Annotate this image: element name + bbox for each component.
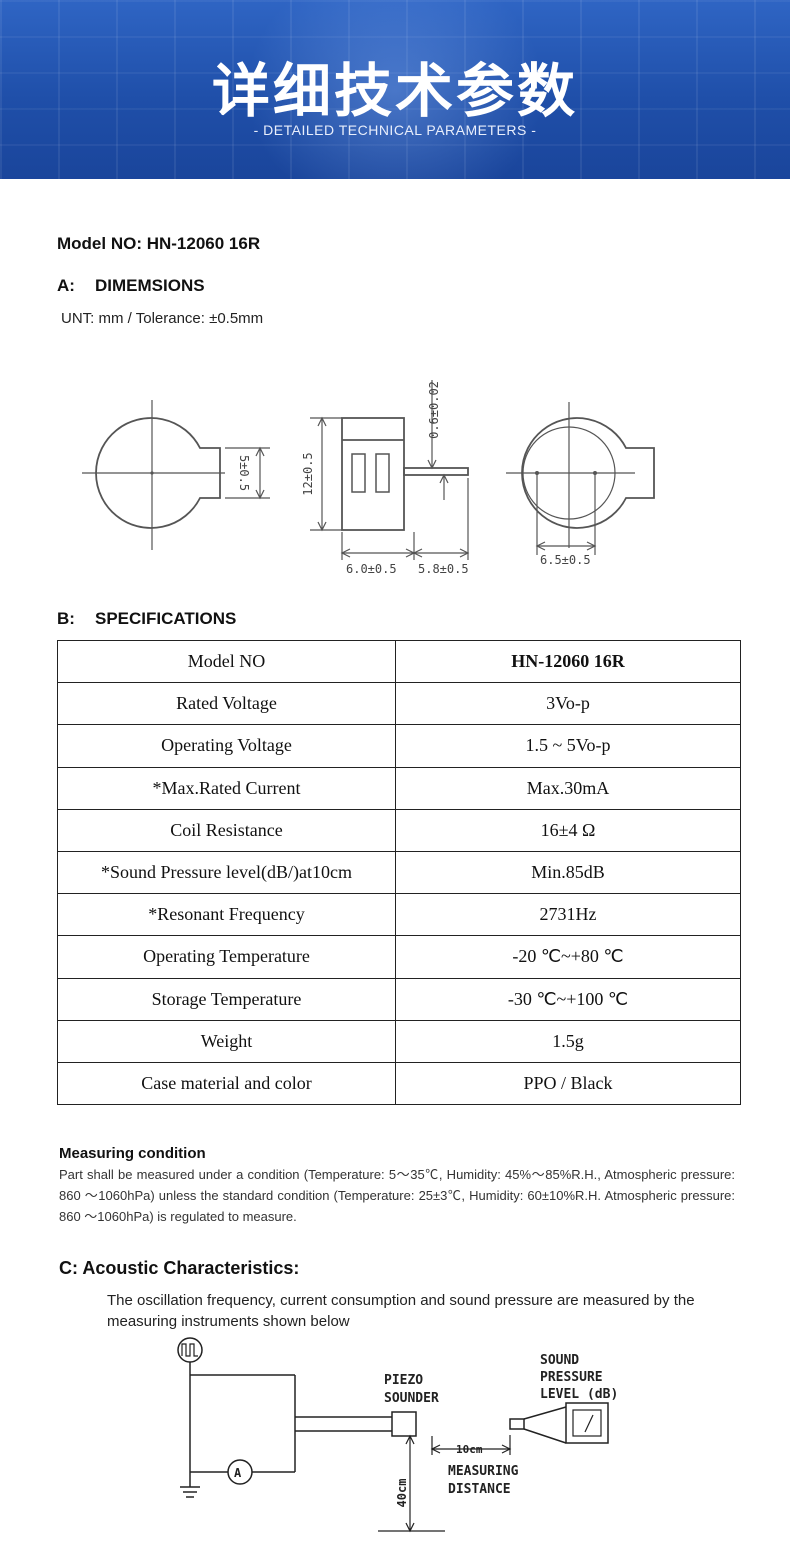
- table-row: Case material and color PPO / Black: [57, 1061, 741, 1106]
- specifications-table: Model NO HN-12060 16R Rated Voltage 3Vo-…: [57, 639, 741, 1106]
- section-a-letter: A:: [57, 276, 75, 295]
- sound-level-meter-icon: [565, 1402, 609, 1444]
- table-row: *Resonant Frequency 2731Hz: [57, 893, 741, 937]
- section-c-description: The oscillation frequency, current consu…: [107, 1292, 695, 1330]
- section-b-letter: B:: [57, 609, 75, 628]
- param-cell: Weight: [57, 1019, 396, 1063]
- model-number: Model NO: HN-12060 16R: [57, 234, 261, 253]
- measuring-condition-title: Measuring condition: [59, 1145, 206, 1162]
- dim-label-5: 5±0.5: [237, 455, 251, 491]
- param-cell: Rated Voltage: [57, 682, 396, 726]
- spl-label-3: LEVEL (dB): [540, 1387, 618, 1402]
- param-cell: Coil Resistance: [57, 808, 396, 852]
- table-row: Rated Voltage 3Vo-p: [57, 682, 741, 726]
- section-a-title: DIMEMSIONS: [95, 276, 205, 295]
- dim-label-6-5: 6.5±0.5: [540, 553, 591, 567]
- banner-glow: [245, 0, 545, 179]
- measuring-label-1: MEASURING: [448, 1464, 519, 1479]
- ammeter-label: A: [234, 1466, 242, 1480]
- value-cell: Min.85dB: [395, 850, 741, 895]
- section-b-heading: B: SPECIFICATIONS: [57, 609, 236, 629]
- table-row: Model NO HN-12060 16R: [57, 639, 741, 684]
- value-cell: 1.5 ~ 5Vo-p: [395, 724, 741, 768]
- header-banner: 详细技术参数 - DETAILED TECHNICAL PARAMETERS -: [0, 0, 790, 179]
- value-cell: 16±4 Ω: [395, 808, 741, 852]
- value-cell: Max.30mA: [395, 766, 741, 810]
- param-cell: Operating Temperature: [57, 935, 396, 979]
- table-row: Operating Temperature -20 ℃~+80 ℃: [57, 935, 741, 979]
- height-label: 40cm: [395, 1479, 409, 1508]
- table-row: Weight 1.5g: [57, 1019, 741, 1063]
- measuring-condition-text: Part shall be measured under a condition…: [59, 1167, 735, 1224]
- section-c-heading: C: Acoustic Characteristics:: [59, 1258, 300, 1278]
- section-a-heading: A: DIMEMSIONS: [57, 276, 205, 296]
- bottom-view: [506, 402, 655, 555]
- banner-subtitle: - DETAILED TECHNICAL PARAMETERS -: [253, 122, 537, 138]
- table-row: Storage Temperature -30 ℃~+100 ℃: [57, 977, 741, 1021]
- dim-label-12: 12±0.5: [301, 452, 315, 495]
- dim-label-5-8: 5.8±0.5: [418, 562, 469, 576]
- param-cell: *Sound Pressure level(dB/)at10cm: [57, 850, 396, 895]
- measuring-setup-diagram: A PIEZO SOUNDER SOUND PRESSURE LEVEL (dB…: [177, 1337, 618, 1533]
- distance-label: 10cm: [456, 1443, 483, 1456]
- section-b-title: SPECIFICATIONS: [95, 609, 237, 628]
- piezo-sounder-box: [391, 1411, 417, 1437]
- value-cell: HN-12060 16R: [395, 639, 741, 684]
- param-cell: *Resonant Frequency: [57, 893, 396, 937]
- table-row: Operating Voltage 1.5 ~ 5Vo-p: [57, 724, 741, 768]
- piezo-label-1: PIEZO: [384, 1373, 423, 1388]
- table-row: *Max.Rated Current Max.30mA: [57, 766, 741, 810]
- microphone-icon: [509, 1418, 525, 1430]
- value-cell: -30 ℃~+100 ℃: [395, 977, 741, 1021]
- banner-background-pattern: [0, 0, 790, 179]
- dim-label-0-6: 0.6±0.02: [427, 381, 441, 439]
- value-cell: -20 ℃~+80 ℃: [395, 935, 741, 979]
- param-cell: Model NO: [57, 639, 396, 684]
- dim-label-6-0: 6.0±0.5: [346, 562, 397, 576]
- dimension-drawing: 5±0.5 12±0.5 0.6±0.02 6.0±0.5 5.8±0.5 6.…: [82, 380, 655, 576]
- spl-label-1: SOUND: [540, 1353, 579, 1368]
- table-row: *Sound Pressure level(dB/)at10cm Min.85d…: [57, 850, 741, 895]
- param-cell: Case material and color: [57, 1061, 396, 1106]
- piezo-label-2: SOUNDER: [384, 1391, 439, 1406]
- measuring-label-2: DISTANCE: [448, 1482, 511, 1497]
- table-row: Coil Resistance 16±4 Ω: [57, 808, 741, 852]
- ammeter-icon: [227, 1459, 253, 1485]
- value-cell: 1.5g: [395, 1019, 741, 1063]
- side-view: [310, 380, 470, 560]
- unit-tolerance: UNT: mm / Tolerance: ±0.5mm: [61, 310, 264, 327]
- param-cell: Operating Voltage: [57, 724, 396, 768]
- param-cell: Storage Temperature: [57, 977, 396, 1021]
- banner-title: 详细技术参数: [211, 57, 578, 125]
- spl-label-2: PRESSURE: [540, 1370, 603, 1385]
- value-cell: 3Vo-p: [395, 682, 741, 726]
- value-cell: 2731Hz: [395, 893, 741, 937]
- param-cell: *Max.Rated Current: [57, 766, 396, 810]
- value-cell: PPO / Black: [395, 1061, 741, 1106]
